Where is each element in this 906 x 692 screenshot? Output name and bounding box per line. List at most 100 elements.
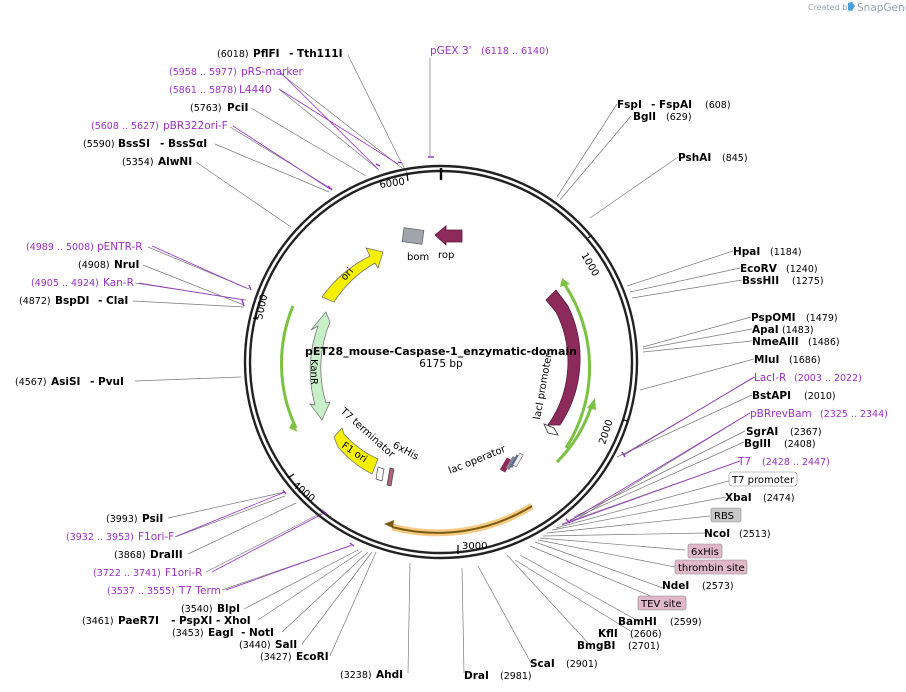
label-blpi[interactable]: BlpI <box>217 603 240 615</box>
label-ecorv[interactable]: EcoRV <box>740 263 778 275</box>
label-kanr-primer[interactable]: Kan-R <box>103 277 134 289</box>
label-bsshii[interactable]: BssHII <box>742 275 779 287</box>
laci-label: lacI <box>555 348 566 365</box>
label-6xhis[interactable]: 6xHis <box>691 547 719 558</box>
label-pbrrevbam[interactable]: pBRrevBam <box>750 408 812 420</box>
label-nmeaiii-pos: (1486) <box>808 337 840 348</box>
label-bglii[interactable]: BglII <box>744 438 771 450</box>
label-bsssai[interactable]: - BssSαI <box>160 138 207 150</box>
label-t7t-range: (3537 .. 3555) <box>107 586 175 597</box>
label-thrombin-site[interactable]: thrombin site <box>678 563 745 574</box>
label-pbr[interactable]: pBR322ori-F <box>163 120 228 132</box>
label-eag-pos: (3453) <box>172 628 204 639</box>
snapgene-logo-icon <box>848 2 855 11</box>
orange-arc <box>391 505 533 534</box>
label-bamhi-pos: (2599) <box>670 617 702 628</box>
label-scai[interactable]: ScaI <box>530 658 555 670</box>
tick-6000: 6000 <box>379 177 406 191</box>
his-tag-shape <box>386 467 395 487</box>
label-pspxi[interactable]: - PspXI <box>171 615 212 627</box>
label-prs-range: (5958 .. 5977) <box>169 67 237 78</box>
label-mlui[interactable]: MluI <box>754 354 779 366</box>
label-pci[interactable]: PciI <box>227 102 248 114</box>
label-kfli-pos: (2606) <box>630 629 662 640</box>
label-fspai[interactable]: - FspAI <box>651 99 692 111</box>
label-t7-promoter[interactable]: T7 promoter <box>731 475 795 486</box>
label-bstapi[interactable]: BstAPI <box>752 390 791 402</box>
label-pgex-range: (6118 .. 6140) <box>481 46 549 57</box>
label-t7[interactable]: T7 <box>737 456 751 468</box>
label-ahdi[interactable]: AhdI <box>376 669 403 681</box>
label-bsshii-pos: (1275) <box>792 276 824 287</box>
label-pbr-range: (5608 .. 5627) <box>91 121 159 132</box>
label-ahd-pos: (3238) <box>340 670 372 681</box>
t7-terminator-shape <box>375 466 385 482</box>
kanr-label: KanR <box>308 359 319 385</box>
tick-3000: 3000 <box>462 541 487 552</box>
label-fspi[interactable]: FspI <box>617 99 642 111</box>
tick-2000: 2000 <box>597 418 615 446</box>
label-hpai[interactable]: HpaI <box>733 246 760 258</box>
backbone-outer <box>243 164 639 560</box>
label-pflfi[interactable]: PflFI <box>253 48 280 60</box>
label-bgli-pos: (629) <box>666 112 692 123</box>
label-xhoi[interactable]: - XhoI <box>216 615 251 627</box>
label-ncoi[interactable]: NcoI <box>704 528 730 540</box>
label-f1f[interactable]: F1ori-F <box>138 531 174 543</box>
left-green-arrowhead <box>289 423 298 432</box>
label-asisi[interactable]: AsiSI <box>51 376 80 388</box>
label-scai-pos: (2901) <box>566 659 598 670</box>
label-drai-pos: (2981) <box>500 671 532 682</box>
label-pgex[interactable]: pGEX 3' <box>430 45 472 57</box>
label-l4440[interactable]: L4440 <box>239 84 272 96</box>
label-sali[interactable]: SalI <box>275 639 297 651</box>
label-paer7i[interactable]: PaeR7I <box>118 615 159 627</box>
label-prs[interactable]: pRS-marker <box>241 66 304 78</box>
label-f1r-range: (3722 .. 3741) <box>93 568 161 579</box>
tick-5000: 5000 <box>254 293 270 320</box>
lac-operator-label: lac operator <box>447 444 508 477</box>
label-nmeaiii[interactable]: NmeAIII <box>752 336 799 348</box>
laci-green-arc <box>563 284 592 449</box>
label-sgrai[interactable]: SgrAI <box>746 426 778 438</box>
label-bmgbi[interactable]: BmgBI <box>577 640 615 652</box>
label-pspomi[interactable]: PspOMI <box>751 312 796 324</box>
label-ecori[interactable]: EcoRI <box>296 651 329 663</box>
label-tev-site[interactable]: TEV site <box>640 599 682 610</box>
label-bamhi[interactable]: BamHI <box>618 616 657 628</box>
label-fspi-pos: (608) <box>705 100 731 111</box>
label-pvui[interactable]: - PvuI <box>90 376 124 388</box>
label-t7term[interactable]: T7 Term <box>178 585 221 597</box>
label-noti[interactable]: - NotI <box>241 627 274 639</box>
label-pshai[interactable]: PshAI <box>678 152 711 164</box>
label-bspdi[interactable]: BspDI <box>55 295 89 307</box>
label-apai[interactable]: ApaI <box>752 324 779 336</box>
label-bsssi[interactable]: BssSI <box>118 138 150 150</box>
label-psii[interactable]: PsiI <box>142 513 163 525</box>
label-drai[interactable]: DraI <box>464 670 489 682</box>
label-alwni[interactable]: AlwNI <box>158 156 192 168</box>
label-eagi[interactable]: EagI <box>208 627 234 639</box>
label-bss-pos: (5590) <box>83 139 115 150</box>
label-xbai[interactable]: XbaI <box>725 492 752 504</box>
label-bgli[interactable]: BglI <box>633 111 656 123</box>
label-nrui[interactable]: NruI <box>114 259 139 271</box>
tev-site-box <box>637 595 687 611</box>
label-kfli[interactable]: KflI <box>598 628 618 640</box>
label-ndei[interactable]: NdeI <box>662 580 689 592</box>
label-kanr-range: (4905 .. 4924) <box>31 278 99 289</box>
label-pspomi-pos: (1479) <box>806 313 838 324</box>
label-clai[interactable]: - ClaI <box>98 295 128 307</box>
label-bmgbi-pos: (2701) <box>628 641 660 652</box>
label-draiii[interactable]: DraIII <box>150 549 183 561</box>
label-laci-r[interactable]: LacI-R <box>754 372 786 384</box>
label-f1r[interactable]: F1ori-R <box>165 567 202 579</box>
orange-arc-halo <box>391 503 534 537</box>
label-l4440-range: (5861 .. 5878) <box>169 85 237 96</box>
ori-arrow <box>321 247 384 303</box>
label-nru-pos: (4908) <box>78 260 110 271</box>
label-pentr[interactable]: pENTR-R <box>97 241 143 253</box>
label-rbs[interactable]: RBS <box>714 511 734 522</box>
label-tth111i[interactable]: - Tth111I <box>289 48 343 60</box>
